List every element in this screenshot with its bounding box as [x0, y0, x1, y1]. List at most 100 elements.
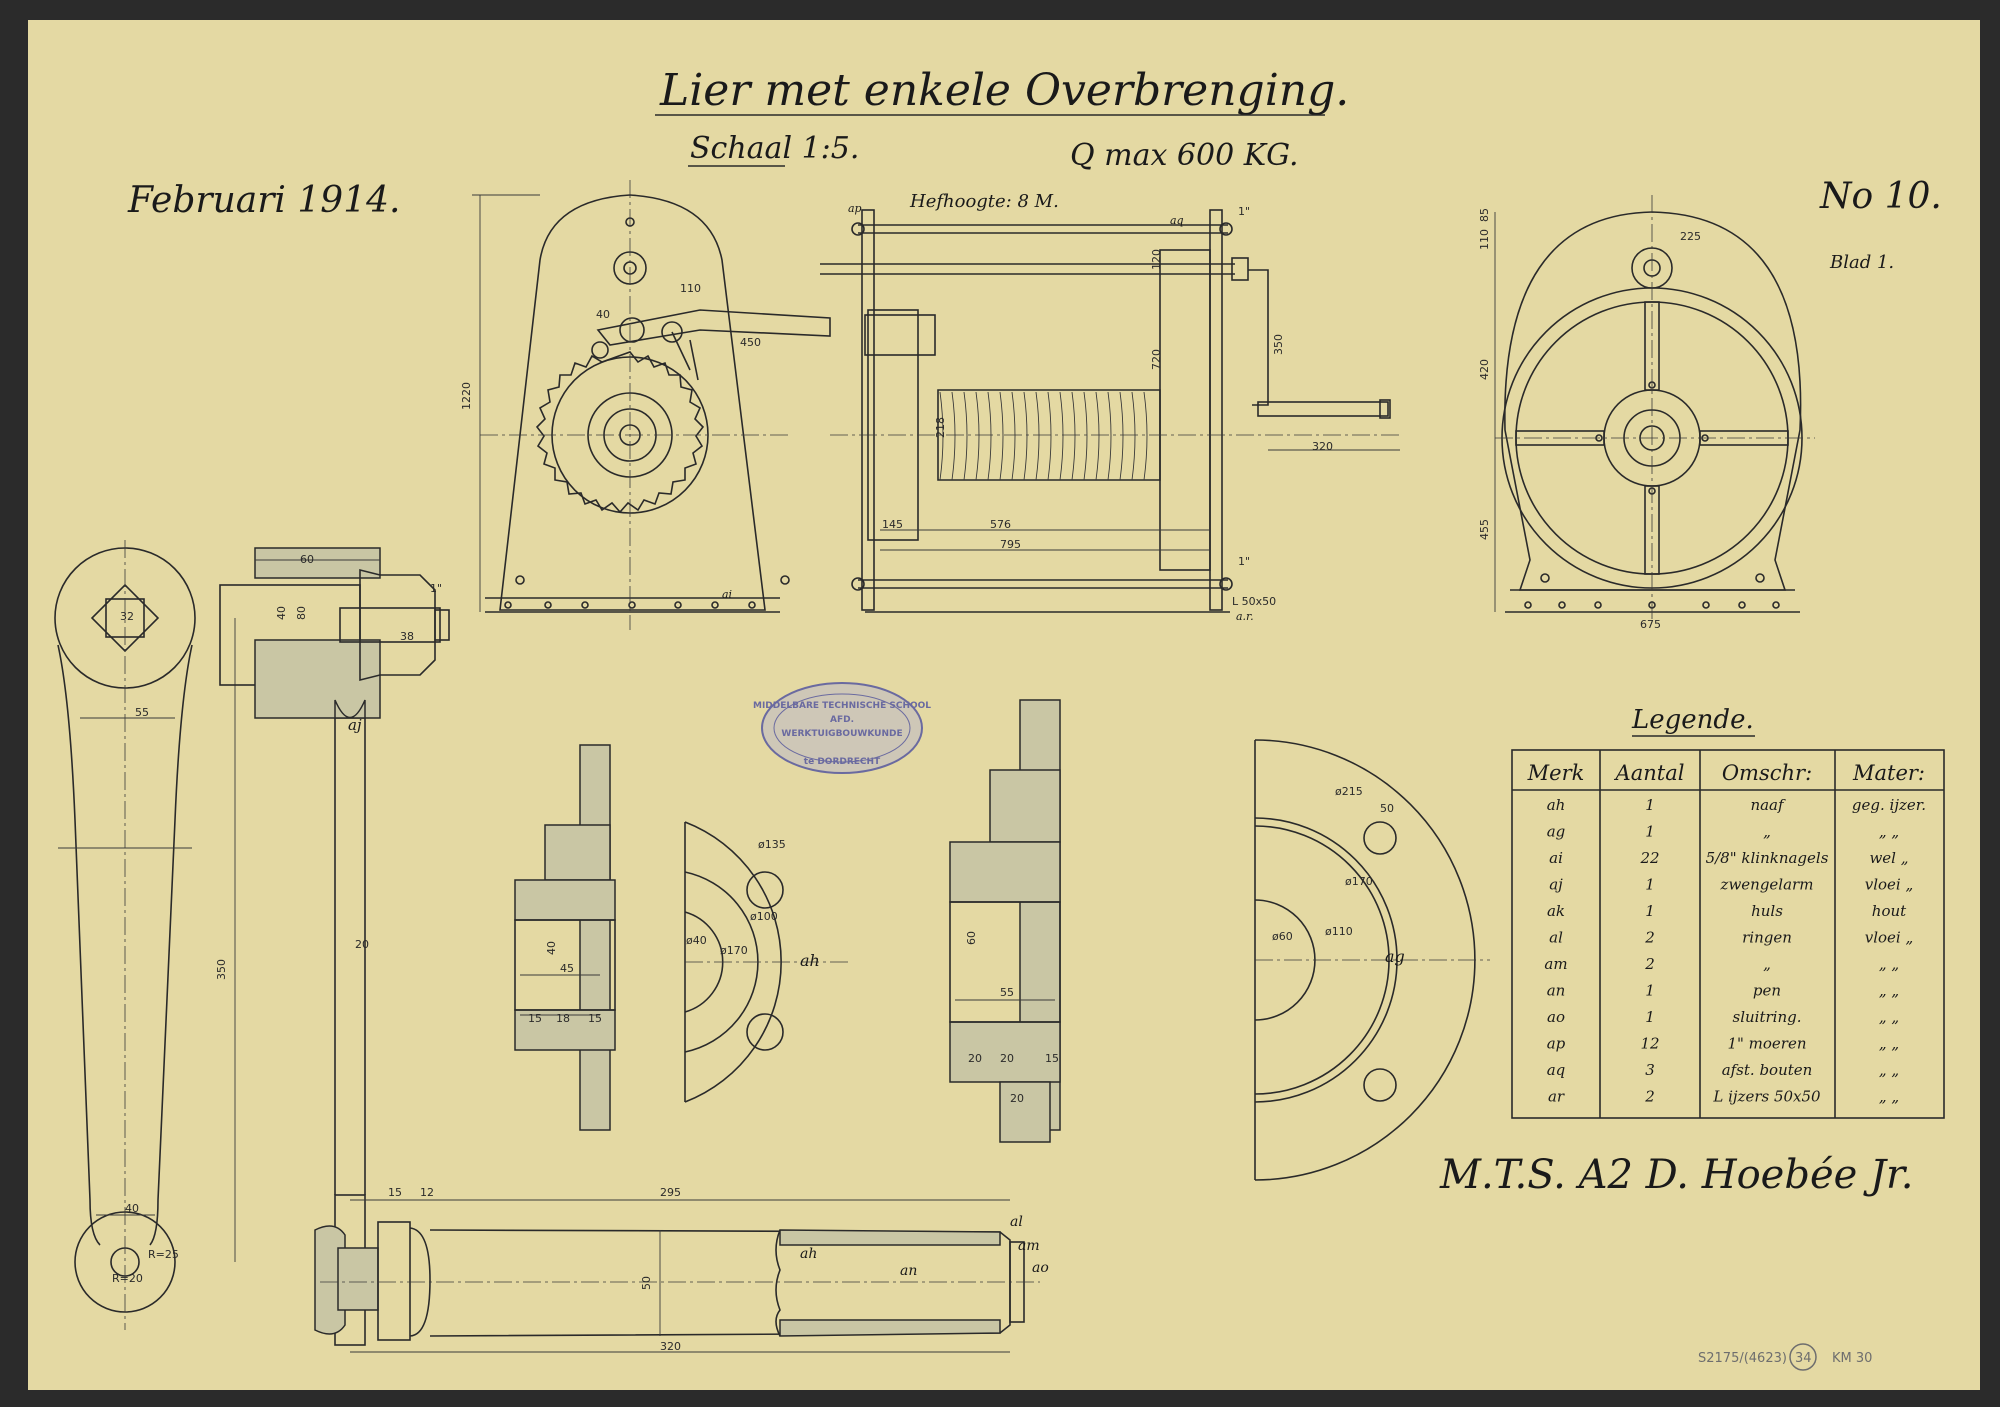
svg-text:18: 18 — [556, 1012, 570, 1025]
legend-cell: „ „ — [1879, 982, 1899, 1000]
svg-text:20: 20 — [355, 938, 369, 951]
svg-text:15: 15 — [388, 1186, 402, 1199]
svg-text:12: 12 — [420, 1186, 434, 1199]
crank-arm: 32 55 40 350 R=25 R=20 — [54, 540, 236, 1330]
svg-text:ø100: ø100 — [750, 910, 778, 923]
svg-text:15: 15 — [528, 1012, 542, 1025]
svg-text:a.r.: a.r. — [1236, 610, 1254, 623]
svg-text:ø60: ø60 — [1272, 930, 1293, 943]
svg-text:ao: ao — [1032, 1260, 1049, 1276]
svg-text:450: 450 — [740, 336, 761, 349]
svg-text:320: 320 — [660, 1340, 681, 1353]
lift-height-label: Hefhoogte: 8 M. — [909, 191, 1059, 212]
archive-circle — [1789, 1343, 1817, 1371]
legend-cell: am — [1544, 955, 1567, 973]
svg-text:ah: ah — [800, 1246, 817, 1262]
sheet-page: Blad 1. — [1829, 252, 1894, 273]
legend-cell: „ „ — [1879, 823, 1899, 841]
svg-text:50: 50 — [1380, 802, 1394, 815]
svg-text:795: 795 — [1000, 538, 1021, 551]
legend-cell: vloei „ — [1865, 876, 1914, 894]
svg-text:R=20: R=20 — [112, 1272, 143, 1285]
legend-cell: „ „ — [1879, 1035, 1899, 1053]
svg-text:al: al — [1010, 1214, 1023, 1230]
svg-text:20: 20 — [1000, 1052, 1014, 1065]
svg-text:45: 45 — [560, 962, 574, 975]
svg-text:an: an — [900, 1263, 917, 1279]
legend-cell: „ — [1763, 823, 1771, 841]
svg-text:aq: aq — [1170, 214, 1184, 227]
legend-cell: 1 — [1645, 876, 1655, 894]
svg-text:225: 225 — [1680, 230, 1701, 243]
svg-text:ø215: ø215 — [1335, 785, 1363, 798]
legend-cell: ak — [1547, 902, 1565, 920]
legend-header-cell: Aantal — [1614, 761, 1685, 785]
legend-cell: „ — [1763, 955, 1771, 973]
legend-cell: hout — [1872, 902, 1907, 920]
svg-text:ah: ah — [800, 951, 820, 970]
legend-cell: 5/8" klinknagels — [1706, 849, 1829, 867]
svg-text:720: 720 — [1150, 349, 1163, 370]
svg-text:38: 38 — [400, 630, 414, 643]
legend-header-cell: Omschr: — [1722, 761, 1812, 785]
svg-text:aj: aj — [348, 716, 362, 734]
legend-cell: ringen — [1742, 929, 1792, 947]
max-load-label: Q max 600 KG. — [1070, 138, 1299, 173]
svg-text:60: 60 — [965, 931, 978, 945]
svg-text:ø135: ø135 — [758, 838, 786, 851]
legend-cell: 1 — [1645, 823, 1655, 841]
legend-cell: an — [1547, 982, 1566, 1000]
legend-cell: 1" moeren — [1727, 1035, 1806, 1053]
legend-cell: „ „ — [1879, 1061, 1899, 1079]
svg-text:420: 420 — [1478, 359, 1491, 380]
svg-text:55: 55 — [1000, 986, 1014, 999]
svg-text:110: 110 — [680, 282, 701, 295]
svg-text:ø110: ø110 — [1325, 925, 1353, 938]
legend-cell: geg. ijzer. — [1852, 796, 1926, 814]
svg-text:60: 60 — [300, 553, 314, 566]
archive-code: KM 30 — [1832, 1351, 1872, 1366]
svg-text:40: 40 — [125, 1202, 139, 1215]
svg-text:80: 80 — [295, 606, 308, 620]
svg-text:AFD.: AFD. — [830, 715, 854, 725]
legend-cell: 3 — [1645, 1061, 1655, 1079]
legend-cell: „ „ — [1879, 1088, 1899, 1106]
svg-text:20: 20 — [968, 1052, 982, 1065]
legend-cell: 2 — [1644, 1088, 1655, 1106]
school-stamp: MIDDELBARE TECHNISCHE SCHOOL AFD. WERKTU… — [753, 682, 931, 774]
drawing-title: Lier met enkele Overbrenging. — [659, 65, 1349, 116]
svg-text:15: 15 — [588, 1012, 602, 1025]
svg-text:20: 20 — [1010, 1092, 1024, 1105]
svg-text:40: 40 — [596, 308, 610, 321]
svg-text:675: 675 — [1640, 618, 1661, 631]
svg-text:350: 350 — [215, 959, 228, 980]
archive-pencil-number: S2175/(4623) — [1698, 1351, 1787, 1366]
legend-cell: ap — [1547, 1035, 1566, 1053]
svg-text:R=25: R=25 — [148, 1248, 179, 1261]
date-label: Februari 1914. — [127, 180, 400, 221]
svg-text:1220: 1220 — [460, 382, 473, 410]
svg-text:40: 40 — [545, 941, 558, 955]
legend-cell: zwengelarm — [1720, 876, 1814, 894]
svg-text:WERKTUIGBOUWKUNDE: WERKTUIGBOUWKUNDE — [781, 729, 902, 739]
legend-cell: „ „ — [1879, 955, 1899, 973]
legend-cell: huls — [1751, 902, 1783, 920]
legend-cell: sluitring. — [1733, 1008, 1802, 1026]
sheet-number: No 10. — [1819, 176, 1942, 217]
legend-cell: pen — [1753, 982, 1781, 1000]
legend-cell: naaf — [1750, 796, 1786, 814]
svg-text:ag: ag — [1385, 947, 1405, 966]
legend-cell: ao — [1547, 1008, 1565, 1026]
